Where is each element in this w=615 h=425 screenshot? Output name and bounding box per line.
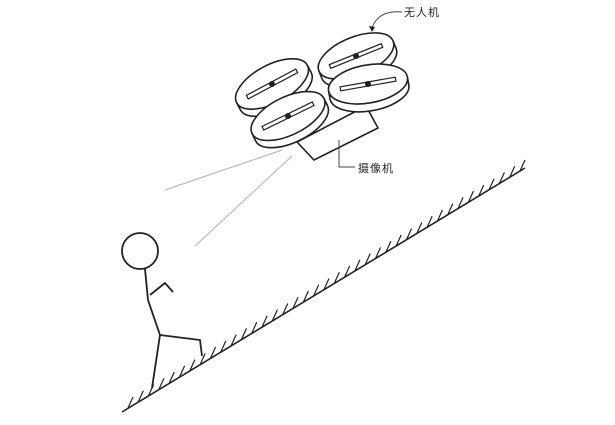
hatch-mark xyxy=(364,253,371,265)
hatch-mark xyxy=(395,234,402,247)
hatch-mark xyxy=(457,197,464,209)
hatch-mark xyxy=(467,190,474,203)
person-leg-front xyxy=(159,334,203,357)
rotor-hub xyxy=(353,53,359,59)
hatch-mark xyxy=(230,334,237,346)
rotor xyxy=(327,63,410,113)
hatch-mark xyxy=(385,240,392,253)
hatch-mark xyxy=(354,259,361,272)
hatch-mark xyxy=(447,203,454,215)
camera-box xyxy=(295,104,380,161)
hatch-mark xyxy=(127,396,134,409)
hatch-mark xyxy=(189,359,196,371)
camera-label: 摄像机 xyxy=(358,162,394,175)
drone xyxy=(234,32,410,161)
hatch-mark xyxy=(436,209,444,222)
hatch-mark xyxy=(488,178,495,190)
person-arm xyxy=(149,281,174,296)
hatch-mark xyxy=(333,272,340,284)
hatch-mark xyxy=(282,303,289,315)
hatch-mark xyxy=(137,390,144,403)
hatch-mark xyxy=(426,215,433,228)
hatch-mark xyxy=(405,228,413,240)
hatch-mark xyxy=(220,340,227,353)
hatch-mark xyxy=(240,328,248,340)
hatch-mark xyxy=(375,247,382,259)
hatch-mark xyxy=(209,346,217,359)
hatch-mark xyxy=(251,321,258,334)
person-head xyxy=(121,232,159,270)
hatch-mark xyxy=(302,290,309,303)
camera-leader xyxy=(338,140,355,168)
rotor-hub xyxy=(285,113,291,119)
drone-leader xyxy=(371,11,403,29)
slope-hatching xyxy=(127,159,526,409)
rotor xyxy=(234,58,313,118)
rotor-hub xyxy=(365,81,371,87)
sight-lines xyxy=(164,149,293,247)
hatch-mark xyxy=(509,165,516,178)
hatch-mark xyxy=(179,365,186,378)
hatch-mark xyxy=(292,296,299,309)
hatch-mark xyxy=(313,284,320,296)
rotor xyxy=(250,90,330,149)
person xyxy=(121,232,203,389)
hatch-mark xyxy=(199,353,206,365)
hatch-mark xyxy=(261,315,268,328)
drone-label: 无人机 xyxy=(404,6,440,19)
person-body xyxy=(144,268,161,336)
hatch-mark xyxy=(168,371,175,384)
slope-line xyxy=(121,167,526,413)
hatch-mark xyxy=(344,265,351,278)
slope xyxy=(121,159,526,413)
hatch-mark xyxy=(323,278,330,290)
rotor-hub xyxy=(269,81,275,87)
hatch-mark xyxy=(498,172,505,184)
hatch-mark xyxy=(416,222,423,234)
leaders xyxy=(338,11,403,168)
person-leg-back xyxy=(151,334,161,389)
hatch-mark xyxy=(158,378,165,390)
hatch-mark xyxy=(478,184,485,197)
hatch-mark xyxy=(271,309,278,321)
hatch-mark xyxy=(519,159,526,172)
